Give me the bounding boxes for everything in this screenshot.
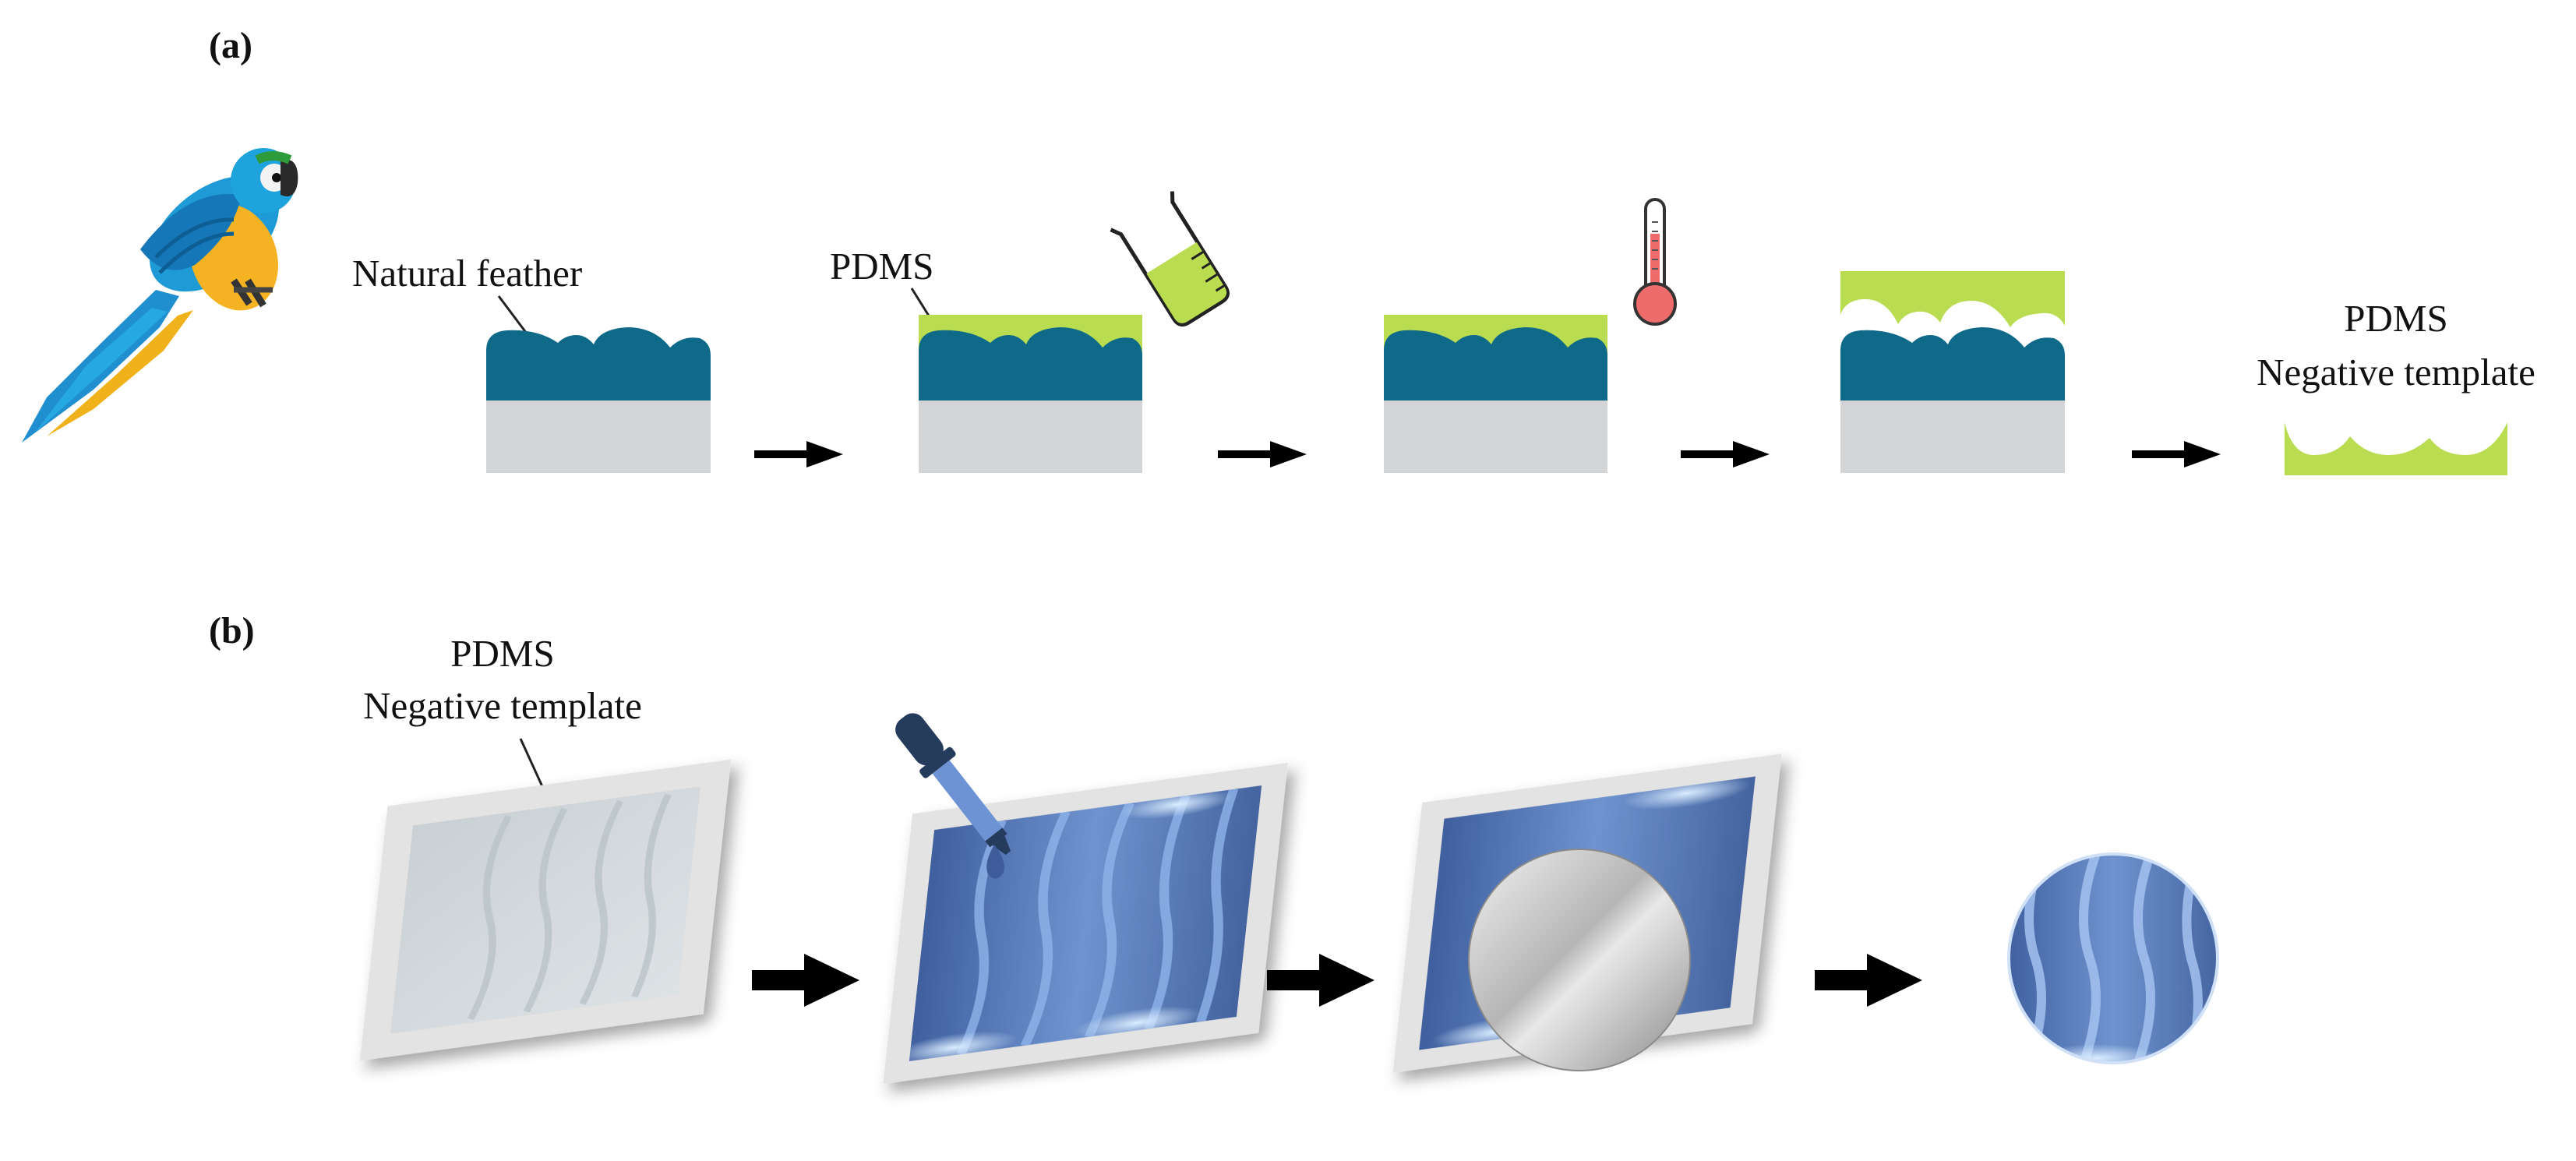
steel-disc xyxy=(1468,849,1691,1071)
thermometer-icon xyxy=(1633,198,1677,326)
template-label-line1: PDMS xyxy=(450,632,554,675)
feather-on-substrate xyxy=(486,327,711,473)
parrot-icon xyxy=(22,148,298,443)
dropper-icon xyxy=(895,713,1011,856)
arrow-right-icon xyxy=(1815,954,1922,1007)
arrow-right-icon xyxy=(752,954,859,1007)
template-plate xyxy=(359,759,732,1061)
arrow-right-icon xyxy=(1267,954,1374,1007)
replica-disc xyxy=(2007,852,2219,1064)
result-label-line1: PDMS xyxy=(2344,297,2447,340)
substrate-block xyxy=(486,401,711,473)
arrow-right-icon xyxy=(2132,441,2221,468)
template-label-line2: Negative template xyxy=(363,684,642,727)
arrow-right-icon xyxy=(754,441,843,468)
peeling-stage xyxy=(1840,271,2065,473)
pdms-negative-template xyxy=(2285,422,2507,475)
curing-stage xyxy=(1384,315,1607,473)
filled-template xyxy=(883,762,1288,1085)
feather-layer xyxy=(486,327,711,401)
panel-a-label: (a) xyxy=(209,25,252,66)
beaker-icon xyxy=(1110,191,1230,327)
natural-feather-label: Natural feather xyxy=(352,252,582,295)
feather-leader-line xyxy=(497,295,528,334)
pdms-label: PDMS xyxy=(830,245,933,288)
arrow-right-icon xyxy=(1218,441,1307,468)
panel-b-label: (b) xyxy=(209,610,255,651)
arrow-right-icon xyxy=(1681,441,1770,468)
pdms-poured-stage xyxy=(919,315,1142,473)
droplet xyxy=(986,845,1004,879)
result-label-line2: Negative template xyxy=(2257,351,2535,393)
